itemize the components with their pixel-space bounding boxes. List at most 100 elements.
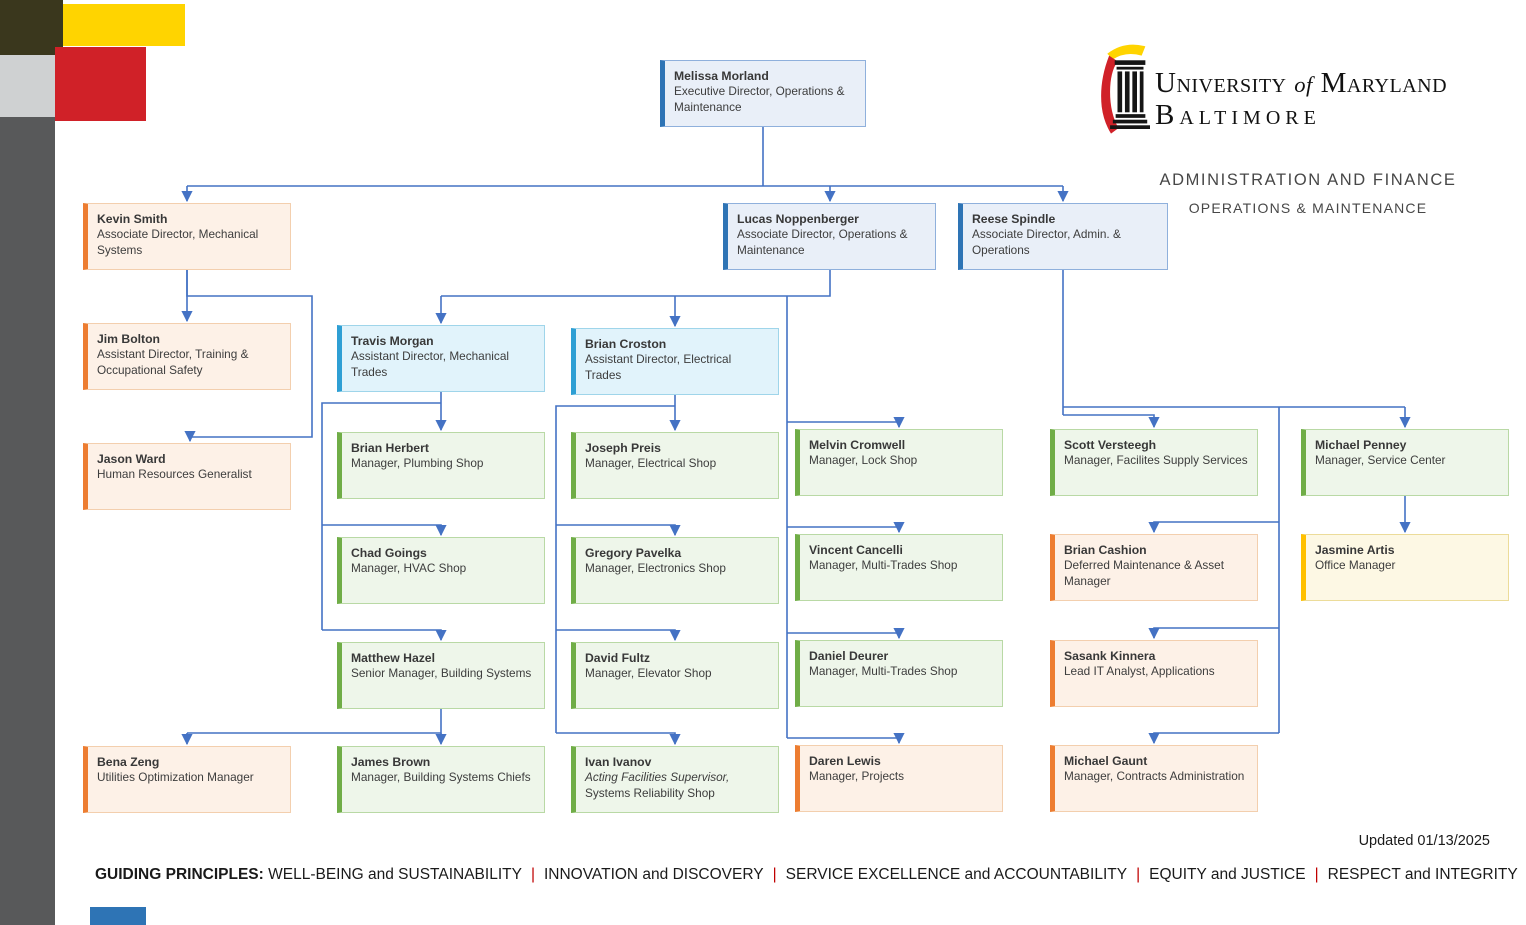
person-title: Human Resources Generalist: [97, 467, 252, 482]
person-name: Kevin Smith: [97, 212, 168, 226]
principle-item: WELL-BEING and SUSTAINABILITY: [268, 866, 522, 883]
org-node-daren-lewis: Daren Lewis Manager, Projects: [795, 745, 1003, 812]
person-title: Manager, Building Systems Chiefs: [351, 770, 531, 785]
org-node-lucas-noppenberger: Lucas Noppenberger Associate Director, O…: [723, 203, 936, 270]
person-name: Gregory Pavelka: [585, 546, 682, 560]
person-name: Michael Gaunt: [1064, 754, 1148, 768]
separator: |: [772, 866, 777, 883]
org-node-brian-herbert: Brian Herbert Manager, Plumbing Shop: [337, 432, 545, 499]
person-name: Melissa Morland: [674, 69, 769, 83]
person-title: Associate Director, Admin. & Operations: [972, 227, 1121, 258]
org-node-sasank-kinnera: Sasank Kinnera Lead IT Analyst, Applicat…: [1050, 640, 1258, 707]
person-title: Associate Director, Operations & Mainten…: [737, 227, 908, 258]
person-name: Ivan Ivanov: [585, 755, 652, 769]
decor-gray-block: [0, 55, 55, 117]
person-title: Manager, Projects: [809, 769, 905, 784]
org-node-bena-zeng: Bena Zeng Utilities Optimization Manager: [83, 746, 291, 813]
person-name: Chad Goings: [351, 546, 427, 560]
org-node-chad-goings: Chad Goings Manager, HVAC Shop: [337, 537, 545, 604]
person-title: Manager, Lock Shop: [809, 453, 918, 468]
person-title: Deferred Maintenance & Asset Manager: [1064, 558, 1225, 589]
person-name: Daren Lewis: [809, 754, 881, 768]
person-name: Jasmine Artis: [1315, 543, 1395, 557]
person-title: Acting Facilities Supervisor,: [585, 770, 730, 785]
person-name: Lucas Noppenberger: [737, 212, 859, 226]
person-title: Manager, Multi-Trades Shop: [809, 558, 958, 573]
separator: |: [1314, 866, 1319, 883]
org-node-jasmine-artis: Jasmine Artis Office Manager: [1301, 534, 1509, 601]
person-title: Assistant Director, Training & Occupatio…: [97, 347, 249, 378]
person-title: Manager, HVAC Shop: [351, 561, 467, 576]
umb-logo-icon: [1098, 38, 1150, 147]
person-title: Assistant Director, Mechanical Trades: [351, 349, 510, 380]
person-title: Manager, Electrical Shop: [585, 456, 717, 471]
separator: |: [1136, 866, 1141, 883]
org-node-brian-cashion: Brian Cashion Deferred Maintenance & Ass…: [1050, 534, 1258, 601]
person-name: Jim Bolton: [97, 332, 160, 346]
org-node-travis-morgan: Travis Morgan Assistant Director, Mechan…: [337, 325, 545, 392]
person-title: Manager, Elevator Shop: [585, 666, 712, 681]
principle-item: EQUITY and JUSTICE: [1149, 866, 1306, 883]
guiding-principles-label: GUIDING PRINCIPLES:: [95, 866, 264, 883]
person-name: Brian Cashion: [1064, 543, 1147, 557]
decor-yellow-block: [63, 4, 185, 46]
org-node-reese-spindle: Reese Spindle Associate Director, Admin.…: [958, 203, 1168, 270]
org-node-ivan-ivanov: Ivan Ivanov Acting Facilities Supervisor…: [571, 746, 779, 813]
person-name: James Brown: [351, 755, 431, 769]
person-name: Melvin Cromwell: [809, 438, 906, 452]
person-name: Daniel Deurer: [809, 649, 889, 663]
logo-line1: University of Maryland: [1155, 67, 1448, 99]
department-title: OPERATIONS & MAINTENANCE: [1188, 200, 1428, 216]
org-node-michael-gaunt: Michael Gaunt Manager, Contracts Adminis…: [1050, 745, 1258, 812]
person-title-2: Systems Reliability Shop: [585, 786, 715, 801]
person-title: Assistant Director, Electrical Trades: [585, 352, 732, 383]
guiding-principles: GUIDING PRINCIPLES: WELL-BEING and SUSTA…: [95, 866, 1518, 884]
person-name: David Fultz: [585, 651, 651, 665]
person-name: Matthew Hazel: [351, 651, 435, 665]
person-title: Manager, Plumbing Shop: [351, 456, 484, 471]
person-name: Reese Spindle: [972, 212, 1056, 226]
person-title: Manager, Multi-Trades Shop: [809, 664, 958, 679]
org-node-melvin-cromwell: Melvin Cromwell Manager, Lock Shop: [795, 429, 1003, 496]
org-node-jason-ward: Jason Ward Human Resources Generalist: [83, 443, 291, 510]
principle-item: INNOVATION and DISCOVERY: [543, 866, 764, 883]
decor-dark-block: [0, 0, 63, 55]
person-name: Michael Penney: [1315, 438, 1407, 452]
person-name: Travis Morgan: [351, 334, 434, 348]
person-title: Manager, Contracts Administration: [1064, 769, 1245, 784]
org-node-kevin-smith: Kevin Smith Associate Director, Mechanic…: [83, 203, 291, 270]
person-title: Manager, Facilites Supply Services: [1064, 453, 1248, 468]
person-name: Brian Herbert: [351, 441, 429, 455]
org-node-david-fultz: David Fultz Manager, Elevator Shop: [571, 642, 779, 709]
person-title: Utilities Optimization Manager: [97, 770, 254, 785]
person-title: Senior Manager, Building Systems: [351, 666, 532, 681]
person-name: Scott Versteegh: [1064, 438, 1157, 452]
person-title: Manager, Service Center: [1315, 453, 1446, 468]
person-name: Sasank Kinnera: [1064, 649, 1156, 663]
person-title: Associate Director, Mechanical Systems: [97, 227, 259, 258]
logo-line2: Baltimore: [1155, 99, 1321, 132]
org-node-matthew-hazel: Matthew Hazel Senior Manager, Building S…: [337, 642, 545, 709]
principle-item: SERVICE EXCELLENCE and ACCOUNTABILITY: [785, 866, 1128, 883]
person-title: Lead IT Analyst, Applications: [1064, 664, 1215, 679]
org-node-jim-bolton: Jim Bolton Assistant Director, Training …: [83, 323, 291, 390]
org-node-james-brown: James Brown Manager, Building Systems Ch…: [337, 746, 545, 813]
person-name: Brian Croston: [585, 337, 667, 351]
umb-logo-wordmark: University of Maryland Baltimore: [1155, 68, 1447, 131]
person-title: Manager, Electronics Shop: [585, 561, 726, 576]
person-name: Joseph Preis: [585, 441, 661, 455]
org-node-gregory-pavelka: Gregory Pavelka Manager, Electronics Sho…: [571, 537, 779, 604]
org-node-scott-versteegh: Scott Versteegh Manager, Facilites Suppl…: [1050, 429, 1258, 496]
person-title: Executive Director, Operations & Mainten…: [674, 84, 845, 115]
org-node-vincent-cancelli: Vincent Cancelli Manager, Multi-Trades S…: [795, 534, 1003, 601]
division-title: ADMINISTRATION AND FINANCE: [1159, 171, 1457, 189]
person-name: Bena Zeng: [97, 755, 160, 769]
org-node-melissa-morland: Melissa Morland Executive Director, Oper…: [660, 60, 866, 127]
org-node-daniel-deurer: Daniel Deurer Manager, Multi-Trades Shop: [795, 640, 1003, 707]
person-name: Jason Ward: [97, 452, 166, 466]
decor-red-block: [55, 47, 146, 121]
org-node-brian-croston: Brian Croston Assistant Director, Electr…: [571, 328, 779, 395]
decor-gray-bar: [0, 117, 55, 925]
decor-blue-block: [90, 907, 146, 925]
